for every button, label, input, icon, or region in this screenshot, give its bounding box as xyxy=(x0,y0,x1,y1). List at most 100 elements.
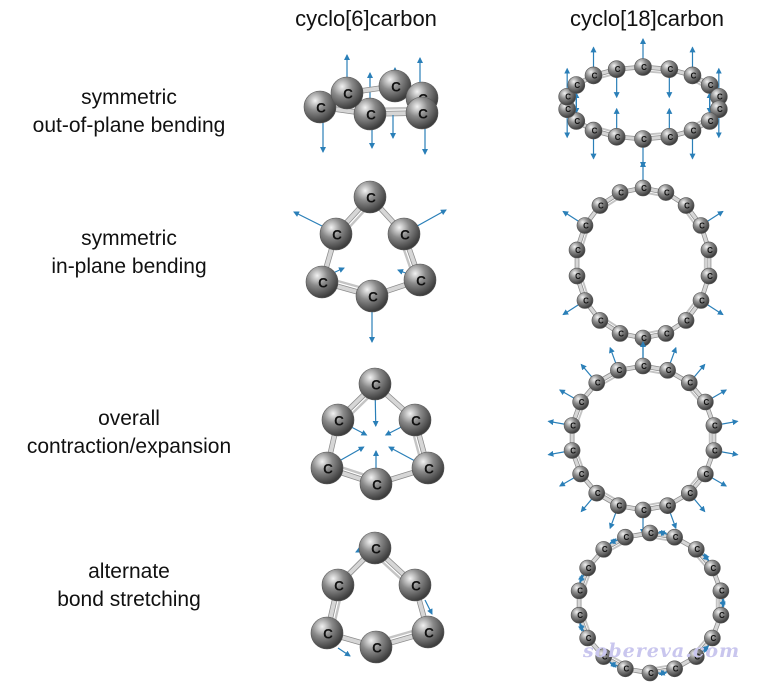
c18-oop-atom-8-label: C xyxy=(667,133,673,142)
c18-exp-atom-2 xyxy=(680,374,698,392)
c18-exp-atom-9-label: C xyxy=(641,506,647,515)
c18-ipb-atom-4 xyxy=(700,241,718,259)
c18-ipb-atom-5-label: C xyxy=(707,272,713,281)
ipb-atom-2-label: C xyxy=(416,274,426,289)
exp-atom-5-label: C xyxy=(334,414,344,429)
alt-atom-4 xyxy=(310,616,344,650)
c18-alt-atom-13 xyxy=(570,606,588,624)
c18-oop-atom-4-label: C xyxy=(717,93,723,102)
c18-oop-atom-7-label: C xyxy=(691,127,697,136)
c18-ipb-atom-11 xyxy=(591,312,609,329)
c18-alt-atom-9-label: C xyxy=(648,669,654,678)
exp-atom-0-label: C xyxy=(371,378,381,393)
c18-ipb-atom-12-label: C xyxy=(583,296,589,305)
header-cyclo18: cyclo[18]carbon xyxy=(569,6,725,31)
exp-atom-1-label: C xyxy=(411,414,421,429)
c18-oop-atom-15 xyxy=(567,76,586,94)
row-label-exp-line2: contraction/expansion xyxy=(26,435,232,458)
row-label-ipb-line2: in-plane bending xyxy=(51,255,207,278)
c18-exp-atom-16-label: C xyxy=(595,379,601,388)
ipb-atom-4-label: C xyxy=(318,276,328,291)
c18-oop-atom-11 xyxy=(584,121,603,140)
c18-alt-atom-16-label: C xyxy=(602,545,608,554)
c18-ipb-atom-17-label: C xyxy=(618,188,624,197)
ipb-atom-3 xyxy=(355,279,389,313)
c18-exp-atom-2-label: C xyxy=(687,379,693,388)
c18-ipb-atom-0 xyxy=(634,179,652,197)
ipb-atom-2 xyxy=(403,263,437,297)
c18-ipb-atom-13-label: C xyxy=(575,272,581,281)
c18-alt-atom-5-label: C xyxy=(719,611,725,620)
c18-ipb-atom-10 xyxy=(611,325,629,342)
c18-ipb-atom-7-label: C xyxy=(684,316,690,325)
c18-exp-atom-8-label: C xyxy=(666,501,672,510)
alt-atom-0-label: C xyxy=(371,542,381,557)
c18-oop-atom-6 xyxy=(700,112,719,130)
c18-ipb-atom-9-label: C xyxy=(641,334,647,343)
c18-ipb-atom-1-label: C xyxy=(664,188,670,197)
c18-exp-atom-0-label: C xyxy=(641,362,647,371)
row-label-oop-line1: symmetric xyxy=(81,86,177,109)
c18-exp-atom-5-label: C xyxy=(712,446,718,455)
ipb-atom-3-label: C xyxy=(368,290,378,305)
c18-exp-atom-3-label: C xyxy=(703,398,709,407)
c18-oop-atom-0 xyxy=(634,58,652,76)
c18-exp-vector-8 xyxy=(669,512,677,530)
oop-atom-2-label: C xyxy=(391,80,401,95)
c18-ipb-atom-0-label: C xyxy=(641,184,647,193)
c18-oop-atom-0-label: C xyxy=(641,63,647,72)
c18-exp-atom-13-label: C xyxy=(570,446,576,455)
c18-oop-atom-17-label: C xyxy=(615,65,621,74)
c18-oop-atom-10-label: C xyxy=(615,133,621,142)
exp-atom-4-label: C xyxy=(323,462,333,477)
c18-ipb-atom-7 xyxy=(677,312,695,329)
c18-ipb-atom-6-label: C xyxy=(699,296,705,305)
c18-exp-vector-4 xyxy=(721,419,739,426)
c18-oop-atom-1-label: C xyxy=(667,65,673,74)
c18-exp-atom-15 xyxy=(572,393,589,411)
c18-ipb-atom-6 xyxy=(692,292,710,309)
c18-oop-atom-3 xyxy=(700,76,719,94)
alt-atom-2-label: C xyxy=(424,626,434,641)
c18-alt-atom-3-label: C xyxy=(710,564,716,573)
c18-exp-vector-5 xyxy=(721,450,739,457)
c18-alt-atom-11 xyxy=(595,648,613,665)
c18-exp-vector-11 xyxy=(580,498,593,513)
c18-alt-atom-8-label: C xyxy=(673,665,679,674)
c18-exp-vector-15 xyxy=(558,389,575,399)
c18-ipb-atom-12 xyxy=(576,292,594,309)
c18-exp-atom-8 xyxy=(659,497,676,514)
row-label-exp: overall contraction/expansion xyxy=(0,405,258,461)
c18-exp-atom-9 xyxy=(634,501,652,519)
c18-alt-atom-6 xyxy=(704,629,721,647)
c18-oop-atom-14 xyxy=(558,87,576,106)
c18-alt-atom-9 xyxy=(641,664,659,682)
alt-atom-5-label: C xyxy=(334,579,344,594)
exp-atom-2-label: C xyxy=(424,462,434,477)
c18-alt-atom-1 xyxy=(666,528,683,546)
c18-alt-atom-0-label: C xyxy=(648,529,654,538)
row-label-alt: alternate bond stretching xyxy=(0,558,258,614)
c18-alt-atom-14-label: C xyxy=(577,587,583,596)
c18-oop-atom-1 xyxy=(660,60,679,78)
exp-atom-4 xyxy=(310,451,344,485)
c18-ipb-atom-16 xyxy=(591,197,609,214)
oop-atom-1 xyxy=(330,76,364,110)
c18-alt-atom-15 xyxy=(579,559,596,577)
c18-oop-atom-15-label: C xyxy=(574,81,580,90)
c18-oop-atom-5 xyxy=(710,100,728,119)
c18-ipb-atom-4-label: C xyxy=(707,246,713,255)
c18-exp-vector-7 xyxy=(693,498,706,513)
c18-ipb-atom-11-label: C xyxy=(598,316,604,325)
alt-vector-2 xyxy=(424,599,433,615)
c18-alt-atom-3 xyxy=(704,559,721,577)
c18-exp-atom-17 xyxy=(610,362,627,379)
c18-alt-atom-11-label: C xyxy=(602,652,608,661)
c18-oop-atom-5-label: C xyxy=(717,105,723,114)
row-label-oop: symmetric out-of-plane bending xyxy=(0,84,258,140)
